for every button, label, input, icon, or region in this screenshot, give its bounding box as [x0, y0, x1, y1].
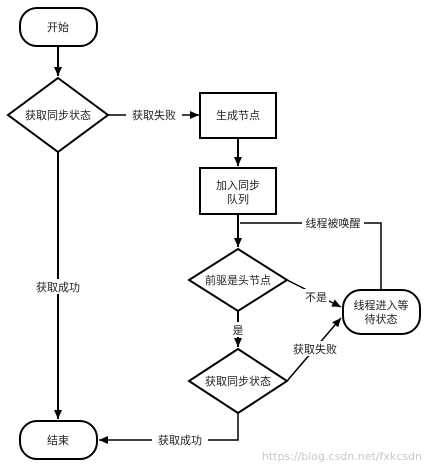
create-node-box: [199, 92, 277, 139]
edge-label-bg: [30, 279, 86, 294]
acquire-fail-label-1: 获取失败: [132, 108, 176, 122]
edge-label-bg: [303, 289, 329, 304]
edge-label-bg: [230, 322, 246, 337]
edge-acquire-success-2: [99, 413, 239, 444]
no-label: 不是: [305, 291, 327, 304]
watermark: https://blog.csdn.net/fxkcsdn: [262, 450, 422, 463]
waiting-label-line2: 待状态: [365, 312, 398, 326]
yes-label: 是: [233, 324, 244, 337]
waiting-node: [342, 289, 421, 335]
waiting-label-line1: 线程进入等: [354, 298, 409, 312]
pred-is-head-label: 前驱是头节点: [205, 273, 271, 287]
acquire-success-label-2: 获取成功: [158, 434, 202, 447]
acquire-success-label-1: 获取成功: [36, 281, 80, 294]
start-label: 开始: [47, 20, 69, 34]
enqueue-label-line1: 加入同步: [216, 179, 260, 192]
acquire-state-label-2: 获取同步状态: [205, 374, 271, 388]
edge-thread-woken: [240, 222, 382, 290]
edge-label-bg: [152, 432, 208, 447]
acquire-fail-label-2: 获取失败: [293, 342, 337, 356]
end-node: [19, 420, 98, 460]
create-node-label: 生成节点: [216, 108, 260, 122]
acquire-state-label-1: 获取同步状态: [25, 108, 91, 122]
edge-label-bg: [126, 106, 182, 122]
thread-woken-label: 线程被唤醒: [306, 216, 361, 230]
end-label: 结束: [47, 434, 69, 447]
enqueue-label-line2: 队列: [227, 192, 249, 206]
edge-label-bg: [302, 215, 364, 230]
edge-label-bg: [290, 341, 340, 356]
